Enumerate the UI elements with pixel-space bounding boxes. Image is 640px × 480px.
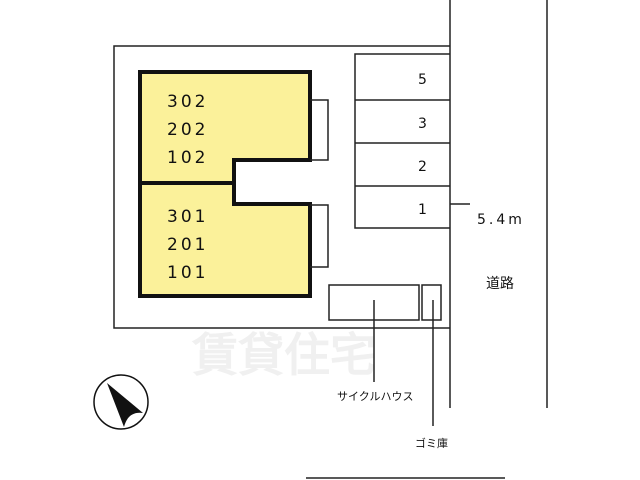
unit-302: 302 <box>167 92 208 112</box>
parking-1: 1 <box>418 202 427 218</box>
units-upper: 302 202 102 <box>167 92 208 168</box>
road-width-label: 5.4m <box>477 212 525 228</box>
lot-boundary <box>113 45 450 329</box>
balcony-upper <box>310 99 329 161</box>
garbage-storage <box>421 284 442 321</box>
cycle-house-label: サイクルハウス <box>337 390 413 403</box>
north-arrow-icon <box>93 374 149 430</box>
watermark: 賃貸住宅 <box>191 328 376 382</box>
units-lower: 301 201 101 <box>167 207 208 283</box>
parking-3: 3 <box>418 116 427 132</box>
unit-202: 202 <box>167 120 208 140</box>
parking-2: 2 <box>418 159 427 175</box>
parking-5: 5 <box>418 72 427 88</box>
parking-area <box>354 53 450 229</box>
road-label: 道路 <box>486 276 514 292</box>
balcony-lower <box>310 204 329 268</box>
unit-102: 102 <box>167 148 208 168</box>
garbage-label: ゴミ庫 <box>415 436 448 450</box>
unit-201: 201 <box>167 235 208 255</box>
unit-101: 101 <box>167 263 208 283</box>
unit-301: 301 <box>167 207 208 227</box>
